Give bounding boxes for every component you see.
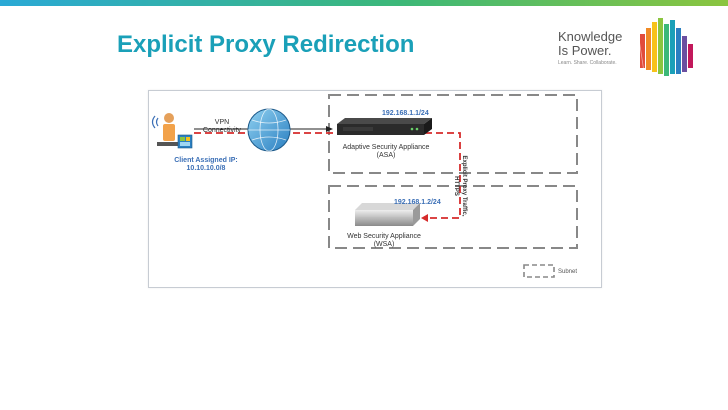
logo-line1: Knowledge [558, 29, 623, 44]
knowledge-logo: Knowledge Is Power. Learn. Share. Collab… [558, 26, 678, 72]
wsa-label: Web Security Appliance (WSA) [347, 233, 421, 248]
asa-label: Adaptive Security Appliance (ASA) [342, 144, 430, 159]
canada-map-logo-icon [637, 15, 699, 79]
asa-ip-label: 192.168.1.1/24 [382, 110, 429, 117]
wsa-subnet-box [328, 185, 578, 249]
redirect-arrowhead [421, 214, 428, 222]
traffic-label: Explicit Proxy Traffic, HTTPS [453, 155, 467, 217]
logo-tagline: Learn. Share. Collaborate. [558, 60, 617, 66]
logo-line2: Is Power. [558, 43, 612, 58]
globe-icon [247, 108, 291, 152]
asa-device-icon [337, 118, 432, 135]
legend-subnet-swatch [523, 264, 555, 278]
user-laptop-icon [151, 113, 193, 149]
top-gradient-bar [0, 0, 728, 6]
slide-title: Explicit Proxy Redirection [117, 31, 415, 58]
vpn-label: VPN Connectivity [202, 119, 242, 134]
asa-subnet-box [328, 94, 578, 174]
legend-subnet-label: Subnet [558, 269, 578, 275]
redirect-traffic-line [194, 132, 461, 219]
vpn-arrowhead [326, 126, 333, 132]
wsa-ip-label: 192.168.1.2/24 [394, 199, 441, 206]
wsa-device-icon [355, 203, 420, 226]
client-label: Client Assigned IP: 10.10.10.0/8 [174, 157, 238, 172]
